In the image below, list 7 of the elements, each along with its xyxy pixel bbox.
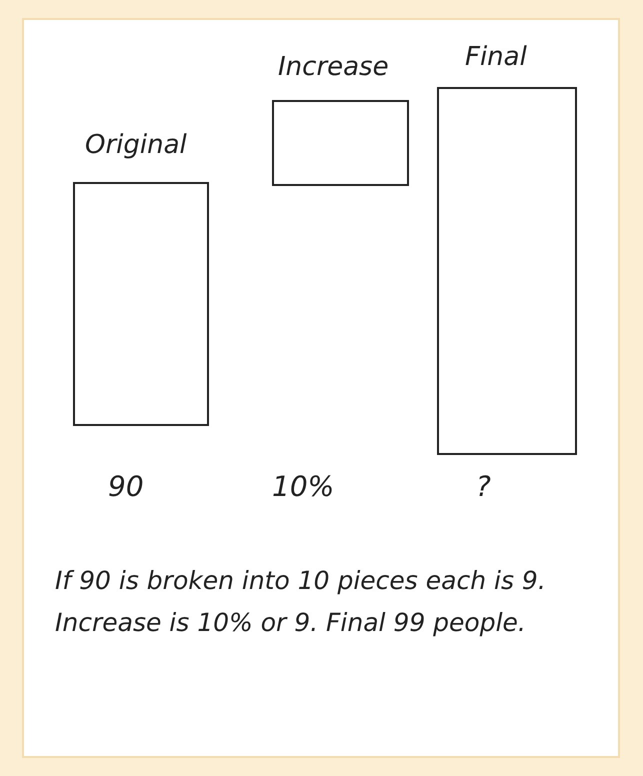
value-label: ? bbox=[476, 470, 491, 503]
value-label: 10% bbox=[272, 470, 334, 503]
bar-heading: Final bbox=[465, 42, 527, 72]
bar-heading: Original bbox=[85, 130, 187, 160]
bar-heading: Increase bbox=[278, 52, 389, 82]
explanation-note: If 90 is broken into 10 pieces each is 9. Increase is 10% or 9. Final 99 people. bbox=[55, 565, 547, 639]
value-label: 90 bbox=[108, 470, 144, 503]
